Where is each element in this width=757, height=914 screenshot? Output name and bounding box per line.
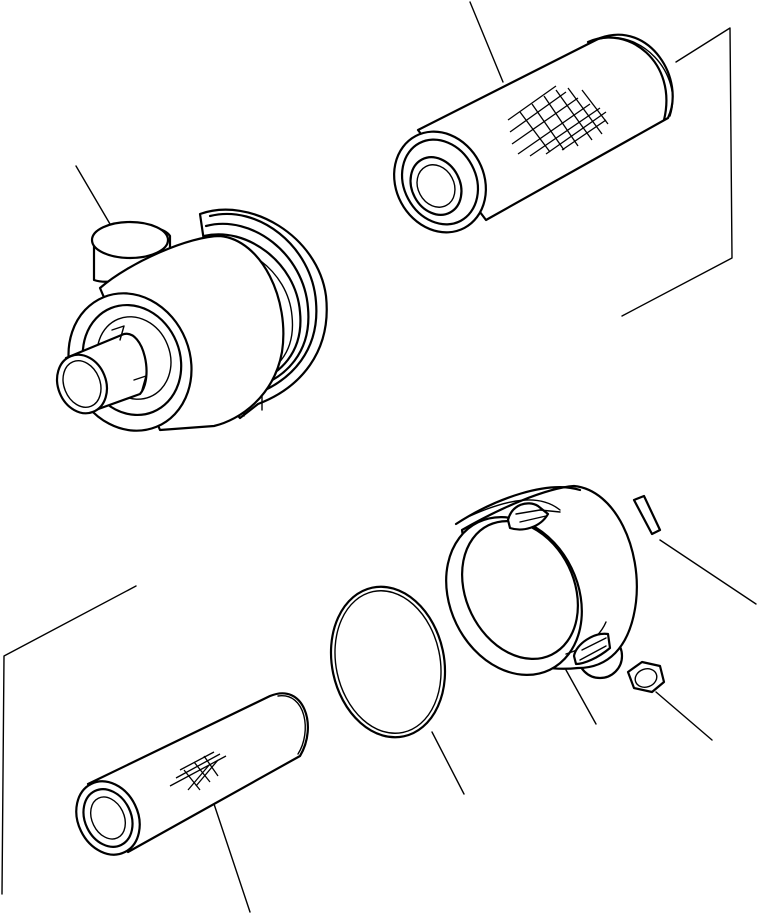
leader-line-inner bbox=[211, 797, 251, 913]
plug-nut bbox=[626, 660, 713, 741]
air-cleaner-body bbox=[55, 165, 328, 432]
mesh-icon bbox=[169, 751, 227, 791]
leader-line-cover bbox=[565, 669, 597, 725]
leader-line-outer-filter bbox=[469, 1, 504, 83]
leader-line-body bbox=[75, 165, 111, 225]
clamp-latch-icon bbox=[506, 502, 561, 531]
end-cover-with-clamp bbox=[445, 484, 638, 725]
leader-line-valve bbox=[659, 539, 757, 605]
vacuator-valve bbox=[632, 494, 757, 605]
outer-filter-element bbox=[393, 1, 733, 317]
inner-safety-element bbox=[1, 585, 309, 913]
group-bracket-inner bbox=[1, 585, 137, 895]
leader-line-o-ring bbox=[431, 731, 465, 795]
group-bracket-outer-filter bbox=[621, 27, 733, 317]
clamp-latch-icon bbox=[572, 632, 612, 666]
leader-line-nut bbox=[655, 691, 713, 741]
mesh-icon bbox=[507, 85, 609, 157]
o-ring-seal bbox=[329, 585, 465, 795]
